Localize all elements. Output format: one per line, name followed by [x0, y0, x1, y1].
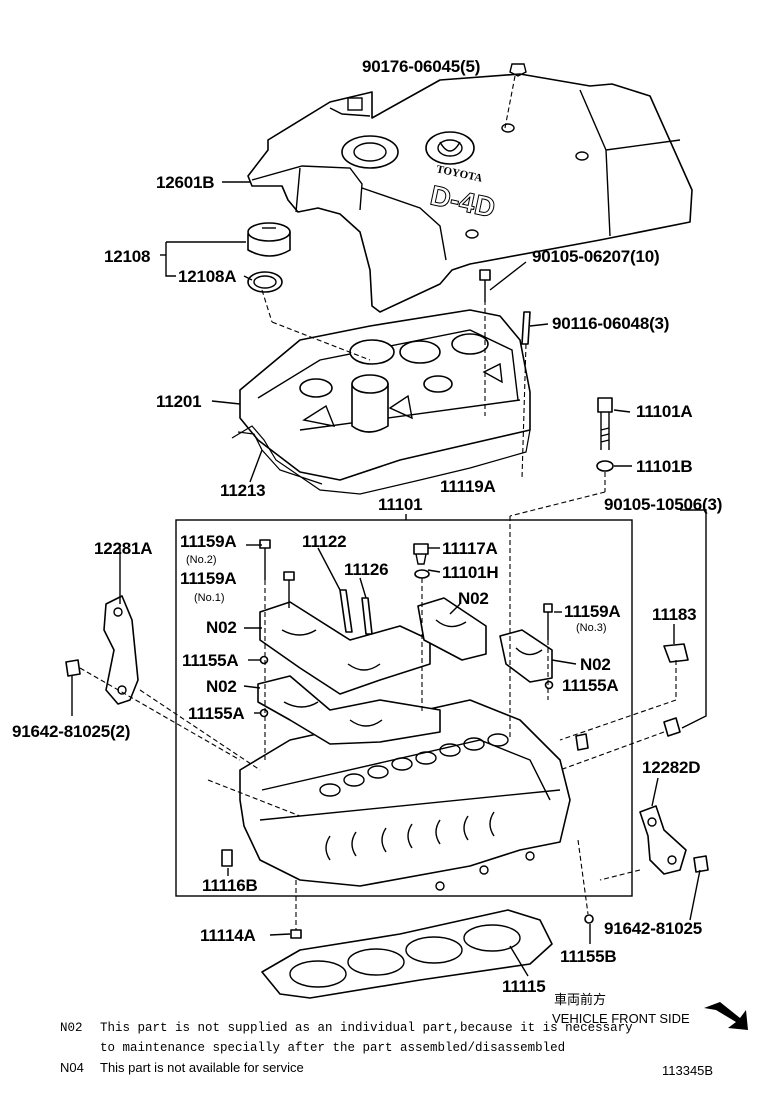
- label-11101b: 11101B: [636, 457, 693, 476]
- direction-kanji: 車両前方: [554, 992, 607, 1007]
- dashed-reference-lines: [79, 75, 677, 930]
- label-11159a-no3: 11159A: [564, 602, 621, 621]
- label-11159a-no2: 11159A: [180, 532, 237, 551]
- label-11116b: 11116B: [202, 876, 258, 895]
- head-cover-drawing: [231, 309, 531, 495]
- note-n02-line1: This part is not supplied as an individu…: [100, 1021, 633, 1035]
- label-91642-81025: 91642-81025: [604, 919, 703, 938]
- label-11159a-no1: 11159A: [180, 569, 237, 588]
- label-no1-tag: (No.1): [194, 592, 225, 604]
- head-gasket-drawing: [261, 909, 553, 999]
- note-n04-line1: This part is not available for service: [100, 1060, 304, 1075]
- label-11101a: 11101A: [636, 402, 693, 421]
- label-11126: 11126: [344, 560, 389, 579]
- head-bolt-drawing: [596, 397, 614, 472]
- label-12108: 12108: [104, 247, 151, 266]
- note-n02-code: N02: [60, 1021, 83, 1035]
- direction-arrow-icon: [704, 1002, 748, 1030]
- label-11155a-left1: 11155A: [182, 651, 239, 670]
- valve-seats: [319, 733, 509, 797]
- engine-hanger-2-drawing: [639, 717, 709, 875]
- head-assy-frame: [175, 519, 633, 897]
- bearing-caps-drawing: [257, 539, 594, 939]
- leader-lines: [71, 181, 707, 977]
- label-11101h: 11101H: [442, 563, 499, 582]
- label-n02-right: N02: [580, 655, 611, 674]
- label-12108a: 12108A: [178, 267, 237, 286]
- note-n02-line2: to maintenance specially after the part …: [100, 1041, 566, 1055]
- label-12281a: 12281A: [94, 539, 153, 558]
- figure-id: 113345B: [662, 1063, 714, 1078]
- label-no2-tag: (No.2): [186, 554, 217, 566]
- label-11115: 11115: [502, 977, 546, 996]
- head-side-pockets: [325, 811, 495, 861]
- label-11213: 11213: [220, 481, 266, 500]
- cover-bolts-drawing: [479, 63, 531, 345]
- label-11201: 11201: [156, 392, 202, 411]
- label-11155b: 11155B: [560, 947, 617, 966]
- label-11117a: 11117A: [442, 539, 498, 558]
- label-n02-left1: N02: [206, 618, 237, 637]
- engine-hanger-1-drawing: [65, 595, 139, 705]
- label-no3-tag: (No.3): [576, 622, 607, 634]
- label-12601b: 12601B: [156, 173, 215, 192]
- label-90176-06045: 90176-06045(5): [362, 57, 481, 76]
- label-11155a-left2: 11155A: [188, 704, 245, 723]
- label-11114a: 11114A: [200, 926, 256, 945]
- label-91642-81025-2: 91642-81025(2): [12, 722, 131, 741]
- label-11101: 11101: [378, 495, 423, 514]
- label-11155a-right: 11155A: [562, 676, 619, 695]
- direction-english: VEHICLE FRONT SIDE: [552, 1011, 690, 1026]
- label-90105-06207: 90105-06207(10): [532, 247, 660, 266]
- label-90116-06048: 90116-06048(3): [552, 314, 670, 333]
- note-n04-code: N04: [60, 1060, 84, 1075]
- cylinder-head-drawing: [221, 643, 689, 891]
- label-11122: 11122: [302, 532, 347, 551]
- engine-cover-drawing: [247, 73, 693, 313]
- label-90105-10506: 90105-10506(3): [604, 495, 723, 514]
- oil-cap-drawing: [247, 222, 291, 293]
- label-n02-top: N02: [458, 589, 489, 608]
- label-11119a: 11119A: [440, 477, 496, 496]
- label-n02-left2: N02: [206, 677, 237, 696]
- label-11183: 11183: [652, 605, 697, 624]
- label-12282d: 12282D: [642, 758, 701, 777]
